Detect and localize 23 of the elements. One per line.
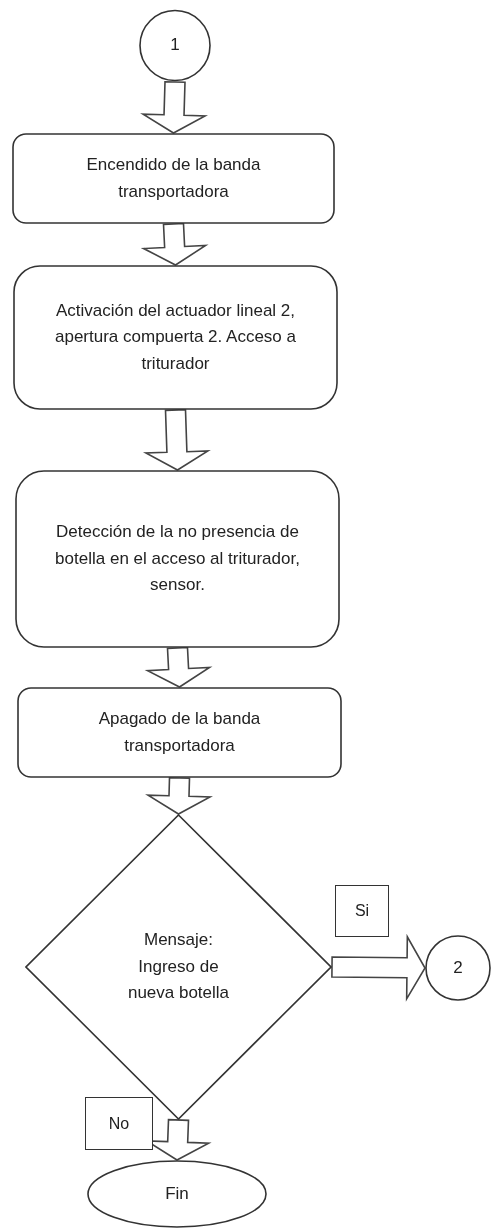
connector-circle [425,935,491,1001]
process-box [17,687,342,778]
process-box [15,470,340,648]
block-arrow [140,80,208,134]
process-box [12,133,335,224]
node-text: Mensaje: Ingreso de nueva botella [126,929,231,1005]
node-text: Fin [165,1182,189,1205]
block-arrow [140,222,209,266]
block-arrow [331,933,426,1002]
block-arrow [145,776,213,815]
node-text: Encendido de la banda transportadora [85,154,262,203]
edge-label: Si [335,885,389,937]
node-text: Detección de la no presencia de botella en el acceso al triturador, sensor. [55,521,300,597]
node-text: Activación del actuador lineal 2, apertura compuerta 2. Acceso a triturador [54,300,297,375]
block-arrow [144,646,213,688]
node-text: 2 [453,956,463,979]
block-arrow [142,408,211,471]
terminal-ellipse [87,1160,267,1228]
node-text: Apagado de la banda transportadora [97,708,262,757]
node-text: 1 [170,34,180,57]
connector-circle [139,9,211,82]
edge-label: No [85,1097,153,1150]
process-box [13,265,338,410]
